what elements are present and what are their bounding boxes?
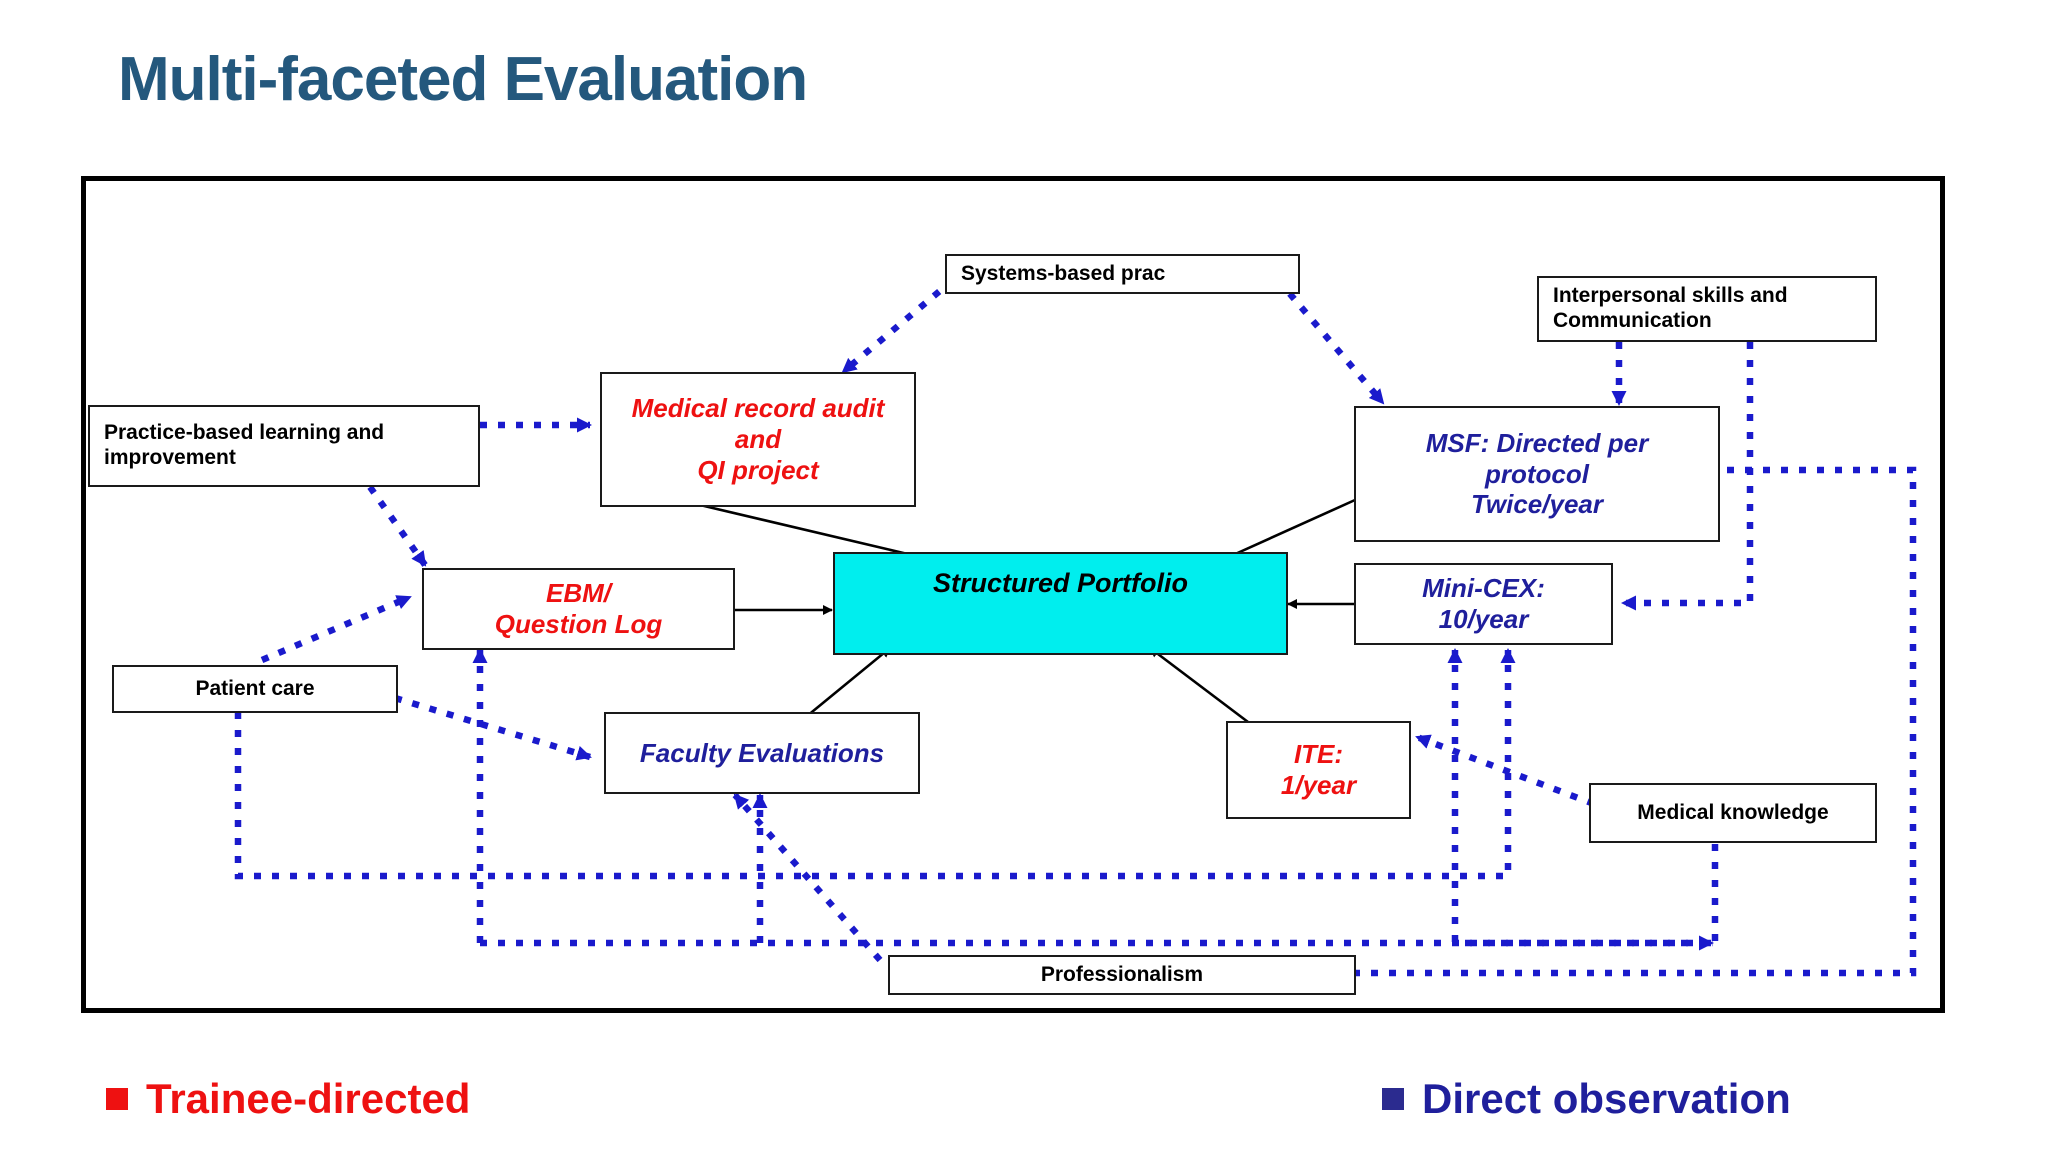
node-label-line3: Twice/year bbox=[1470, 489, 1603, 520]
node-label-line2: 1/year bbox=[1280, 770, 1357, 800]
node-professionalism[interactable]: Professionalism bbox=[888, 955, 1356, 995]
legend-trainee-directed: Trainee-directed bbox=[106, 1075, 470, 1123]
node-label-line2: Question Log bbox=[494, 609, 663, 639]
node-label-line1: Interpersonal skills and bbox=[1553, 284, 1788, 308]
node-label-line1: MSF: Directed per bbox=[1425, 427, 1649, 458]
node-systems-based-prac[interactable]: Systems-based prac bbox=[945, 254, 1300, 294]
node-mini-cex[interactable]: Mini-CEX: 10/year bbox=[1354, 563, 1613, 645]
legend-label: Trainee-directed bbox=[146, 1075, 471, 1122]
legend-direct-observation: Direct observation bbox=[1382, 1075, 1791, 1123]
node-label-line2: improvement bbox=[104, 446, 236, 469]
node-label-line1: Practice-based learning and bbox=[104, 421, 385, 445]
node-label: Patient care bbox=[195, 676, 315, 700]
node-label-line1: Medical record audit bbox=[631, 393, 885, 424]
node-label: Systems-based prac bbox=[961, 261, 1166, 285]
legend-label: Direct observation bbox=[1422, 1075, 1791, 1122]
node-interpersonal-skills[interactable]: Interpersonal skills and Communication bbox=[1537, 276, 1877, 342]
node-label-line3: QI project bbox=[697, 454, 819, 485]
node-label: Structured Portfolio bbox=[933, 568, 1188, 598]
node-medical-knowledge[interactable]: Medical knowledge bbox=[1589, 783, 1877, 843]
node-medical-record-audit[interactable]: Medical record audit and QI project bbox=[600, 372, 916, 507]
node-patient-care[interactable]: Patient care bbox=[112, 665, 398, 713]
node-label: Medical knowledge bbox=[1637, 800, 1829, 824]
node-label-line1: Mini-CEX: bbox=[1422, 573, 1545, 604]
node-label-line2: and bbox=[734, 424, 782, 455]
node-label-line2: Communication bbox=[1553, 309, 1712, 332]
node-label-line1: ITE: bbox=[1293, 739, 1344, 770]
node-label: Faculty Evaluations bbox=[639, 737, 885, 768]
node-ebm-question-log[interactable]: EBM/ Question Log bbox=[422, 568, 735, 650]
square-bullet-icon bbox=[1382, 1088, 1404, 1110]
node-structured-portfolio[interactable]: Structured Portfolio bbox=[833, 552, 1288, 655]
node-label-line2: protocol bbox=[1485, 458, 1589, 489]
node-label-line2: 10/year bbox=[1438, 604, 1529, 634]
node-ite[interactable]: ITE: 1/year bbox=[1226, 721, 1411, 819]
page-title: Multi-faceted Evaluation bbox=[118, 45, 808, 114]
node-label-line1: EBM/ bbox=[546, 578, 611, 609]
node-faculty-evaluations[interactable]: Faculty Evaluations bbox=[604, 712, 920, 794]
square-bullet-icon bbox=[106, 1088, 128, 1110]
node-msf[interactable]: MSF: Directed per protocol Twice/year bbox=[1354, 406, 1720, 542]
node-label: Professionalism bbox=[1040, 962, 1204, 986]
node-practice-based-learning[interactable]: Practice-based learning and improvement bbox=[88, 405, 480, 487]
